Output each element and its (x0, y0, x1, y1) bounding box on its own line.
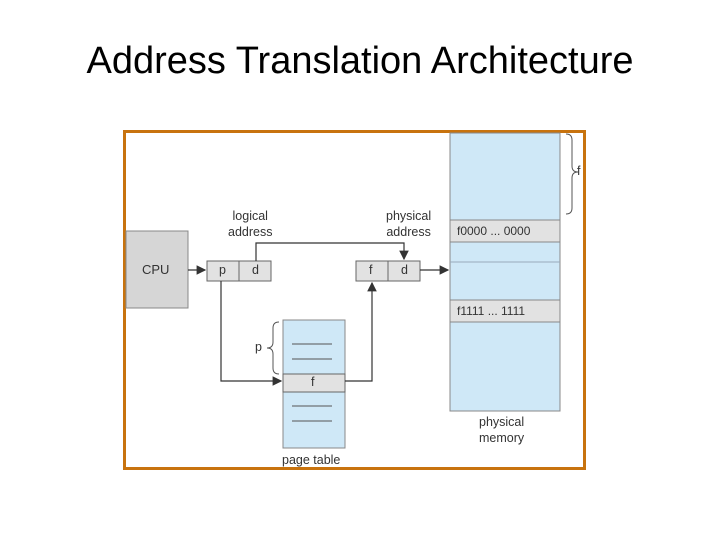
offset-d-path (255, 242, 409, 261)
physical-d: d (401, 263, 408, 277)
frame-start-cell (449, 219, 561, 243)
slide-title: Address Translation Architecture (86, 40, 634, 82)
page-table-label: page table (282, 453, 341, 467)
frame-number-path (345, 281, 377, 382)
physical-memory (449, 132, 561, 412)
page-table-entry (282, 373, 346, 393)
physical-memory-label: physical memory (479, 415, 525, 445)
logical-d: d (252, 263, 259, 277)
page-table-entry-label: f (311, 375, 315, 389)
frame-brace (565, 133, 579, 215)
page-index-label: p (255, 340, 262, 354)
cpu-box (125, 230, 189, 309)
physical-f: f (369, 263, 373, 277)
frame-start-label: f0000 ... 0000 (457, 224, 531, 238)
page-index-brace (266, 321, 280, 375)
logical-address-label: logical address (228, 209, 273, 239)
frame-brace-label: f (577, 164, 581, 178)
physical-address-label: physical address (386, 209, 432, 239)
frame-end-cell (449, 299, 561, 323)
frame-end-label: f1111 ... 1111 (457, 304, 526, 318)
logical-p: p (219, 263, 226, 277)
page-number-path (220, 281, 283, 386)
cpu-label: CPU (142, 262, 170, 277)
